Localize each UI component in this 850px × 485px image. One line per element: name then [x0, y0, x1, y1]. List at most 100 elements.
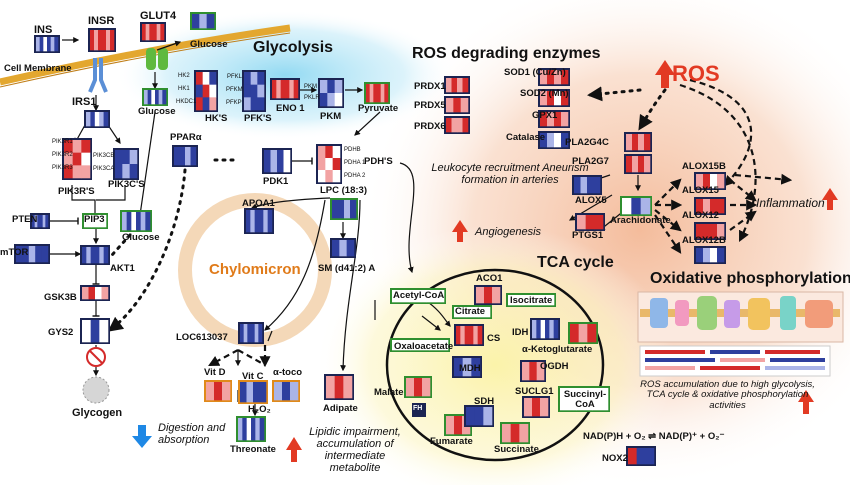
pdha1-sublabel: PDHA 1 [344, 160, 366, 166]
succinyl-coa-label: Succinyl-CoA [563, 389, 607, 411]
catalase-label: Catalase [506, 132, 546, 143]
loc-box [238, 322, 264, 344]
ins-label: INS [34, 24, 53, 36]
vitd-box [204, 380, 232, 402]
glucose-box-top [190, 12, 216, 30]
threonate-label: Threonate [230, 444, 276, 455]
pdh-group-label: PDH'S [364, 156, 393, 167]
gys2-label: GYS2 [48, 327, 74, 338]
glut4-transporter-icon [146, 48, 156, 70]
pdk1-box [262, 148, 292, 174]
glucose-label-mid: Glucose [138, 106, 176, 117]
pik3r2-sublabel: PIK3R2 [52, 152, 73, 158]
idh2-box [568, 322, 598, 344]
pdhb-sublabel: PDHB [344, 147, 361, 153]
idh-box [530, 318, 560, 340]
pfkl-sublabel: PFKL [227, 74, 243, 80]
alox5-label: ALOX5 [575, 195, 607, 206]
acetyl-coa-box [390, 288, 446, 304]
pten-box [30, 213, 50, 229]
alox12-label: ALOX12 [682, 210, 719, 221]
pdha2-sublabel: PDHA 2 [344, 173, 366, 179]
oxphos-title: Oxidative phosphorylation [650, 270, 850, 287]
electron-transport-chain-icon [637, 291, 844, 377]
pfk-group-label: PFK'S [244, 113, 272, 124]
glut4-label: GLUT4 [140, 10, 177, 22]
adipate-box [324, 374, 354, 400]
alox15-label: ALOX15 [682, 185, 719, 196]
angiogenesis-note: Angiogenesis [475, 226, 542, 238]
prdx5-label: PRDX5 [414, 100, 446, 111]
glucose-label-low: Glucose [122, 232, 160, 243]
aco1-box [474, 285, 502, 305]
pik3r-group-label: PIK3R'S [58, 186, 95, 197]
aco1-label: ACO1 [476, 273, 503, 284]
alox12-box [694, 222, 726, 240]
irs1-label: IRS1 [72, 96, 97, 108]
hkdc1-sublabel: HKDC1 [176, 99, 197, 105]
apoa1-label: APOA1 [242, 198, 275, 209]
alox5-box [572, 175, 602, 195]
leukocyte-note: Leukocyte recruitment Aneurism formation… [431, 162, 589, 187]
fumarate-label: Fumarate [430, 436, 473, 447]
chylomicron-title: Chylomicron [209, 261, 301, 278]
hk-group-label: HK'S [205, 113, 228, 124]
prdx1-label: PRDX1 [414, 81, 446, 92]
suclg1-label: SUCLG1 [515, 386, 554, 397]
cell-membrane-label: Cell Membrane [4, 63, 72, 74]
ogdh-label: OGDH [540, 361, 569, 372]
ppara-box [172, 145, 198, 167]
sod2-box [538, 89, 570, 107]
pkm-sublabel: PKM [304, 84, 318, 90]
atoco-label: α-toco [273, 367, 303, 378]
prdx6-label: PRDX6 [414, 121, 446, 132]
mtor-box [14, 244, 50, 264]
isocitrate-label: Isocitrate [510, 295, 553, 306]
ros-enzymes-title: ROS degrading enzymes [412, 45, 601, 62]
pik3cb-sublabel: PIK3CB [93, 153, 115, 159]
pdk1-label: PDK1 [263, 176, 289, 187]
ros-title: ROS [672, 61, 720, 86]
pfk-box [242, 70, 266, 112]
pfkp-sublabel: PFKP [226, 100, 242, 106]
alox15b-label: ALOX15B [682, 161, 726, 172]
up-arrow-icons [286, 60, 838, 462]
pkm-label: PKM [320, 111, 342, 122]
eno1-box [270, 78, 300, 100]
lpc-label: LPC (18:3) [320, 185, 367, 196]
h2o2-label: H₂O₂ [248, 404, 271, 415]
loc-label: LOC613037 [176, 332, 228, 343]
sdh-label: SDH [474, 396, 495, 407]
pik3ca-sublabel: PIK3CA [93, 166, 115, 172]
gpx1-box [538, 110, 570, 128]
pkm-box [318, 78, 344, 108]
malate-box [404, 376, 432, 398]
hk1-sublabel: HK1 [178, 86, 190, 92]
tca-title: TCA cycle [537, 254, 614, 271]
pla2g7-label: PLA2G7 [572, 156, 609, 167]
pklr-sublabel: PKLR [304, 95, 320, 101]
insr-box [88, 28, 116, 52]
alox12b-box [694, 246, 726, 264]
acetyl-coa-label: Acetyl-CoA [393, 290, 445, 301]
insr-label: INSR [88, 15, 115, 27]
enzyme-fh-icon [412, 403, 426, 417]
threonate-box [236, 416, 266, 442]
akt1-label: AKT1 [110, 263, 135, 274]
cs-box [454, 324, 484, 346]
inflammation-note: Inflammation [756, 196, 825, 210]
pla2g4c-label: PLA2G4C [565, 137, 609, 148]
idh-label: IDH [512, 327, 529, 338]
glycolysis-title: Glycolysis [253, 39, 334, 56]
irs1-box [84, 110, 110, 128]
pip3-box [82, 213, 108, 229]
pip3-label: PIP3 [84, 214, 105, 225]
catalase-box [538, 131, 570, 149]
nox2-box [626, 446, 656, 466]
gsk3b-label: GSK3B [44, 292, 77, 303]
pdh-box [316, 144, 342, 184]
atoco-box [272, 380, 300, 402]
sod2-label: SOD2 (Mn) [520, 88, 569, 99]
oxaloacetate-label: Oxaloacetate [394, 341, 454, 352]
